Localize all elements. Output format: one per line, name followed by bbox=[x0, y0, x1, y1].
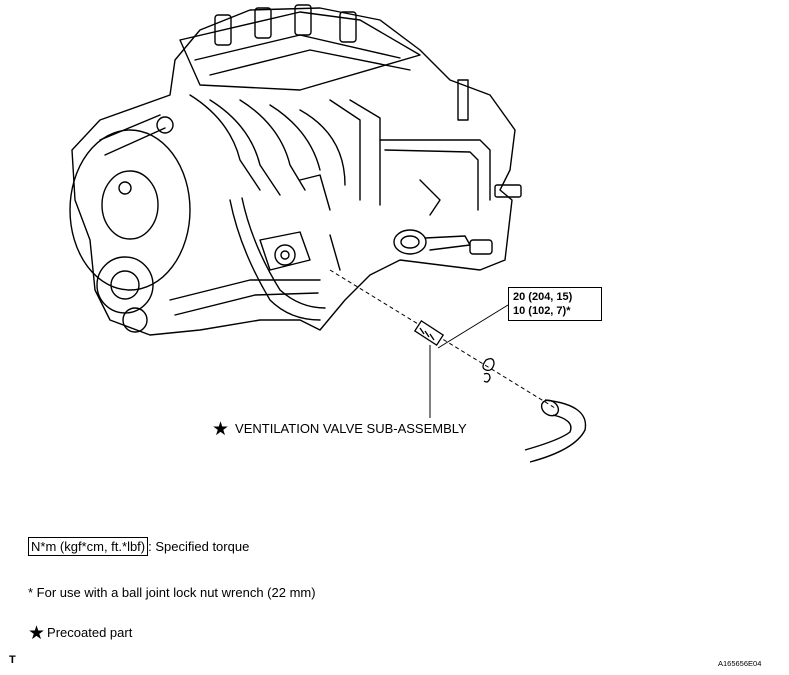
ventilation-valve-label: ★ VENTILATION VALVE SUB-ASSEMBLY bbox=[212, 418, 467, 441]
ventilation-valve bbox=[413, 319, 445, 347]
torque-unit-description: : Specified torque bbox=[148, 539, 250, 554]
legend-torque: N*m (kgf*cm, ft.*lbf): Specified torque bbox=[28, 537, 249, 556]
torque-leader bbox=[437, 304, 509, 349]
footer-letter: T bbox=[9, 654, 16, 666]
legend-footnote: * For use with a ball joint lock nut wre… bbox=[28, 585, 316, 600]
valve-label-text: VENTILATION VALVE SUB-ASSEMBLY bbox=[235, 421, 467, 436]
torque-unit-box: N*m (kgf*cm, ft.*lbf) bbox=[28, 537, 149, 556]
legend-precoated: ★Precoated part bbox=[28, 622, 132, 645]
installation-line bbox=[329, 269, 556, 409]
hose-clip bbox=[482, 358, 495, 383]
torque-spec-line2: 10 (102, 7)* bbox=[513, 305, 571, 317]
star-icon: ★ bbox=[212, 419, 230, 440]
precoated-label: Precoated part bbox=[47, 625, 133, 640]
ventilation-hose bbox=[524, 399, 587, 463]
torque-spec-box: 20 (204, 15) 10 (102, 7)* bbox=[508, 287, 602, 321]
figure-code: A165656E04 bbox=[718, 659, 762, 668]
star-icon: ★ bbox=[28, 623, 46, 644]
torque-spec-line1: 20 (204, 15) bbox=[513, 291, 573, 303]
